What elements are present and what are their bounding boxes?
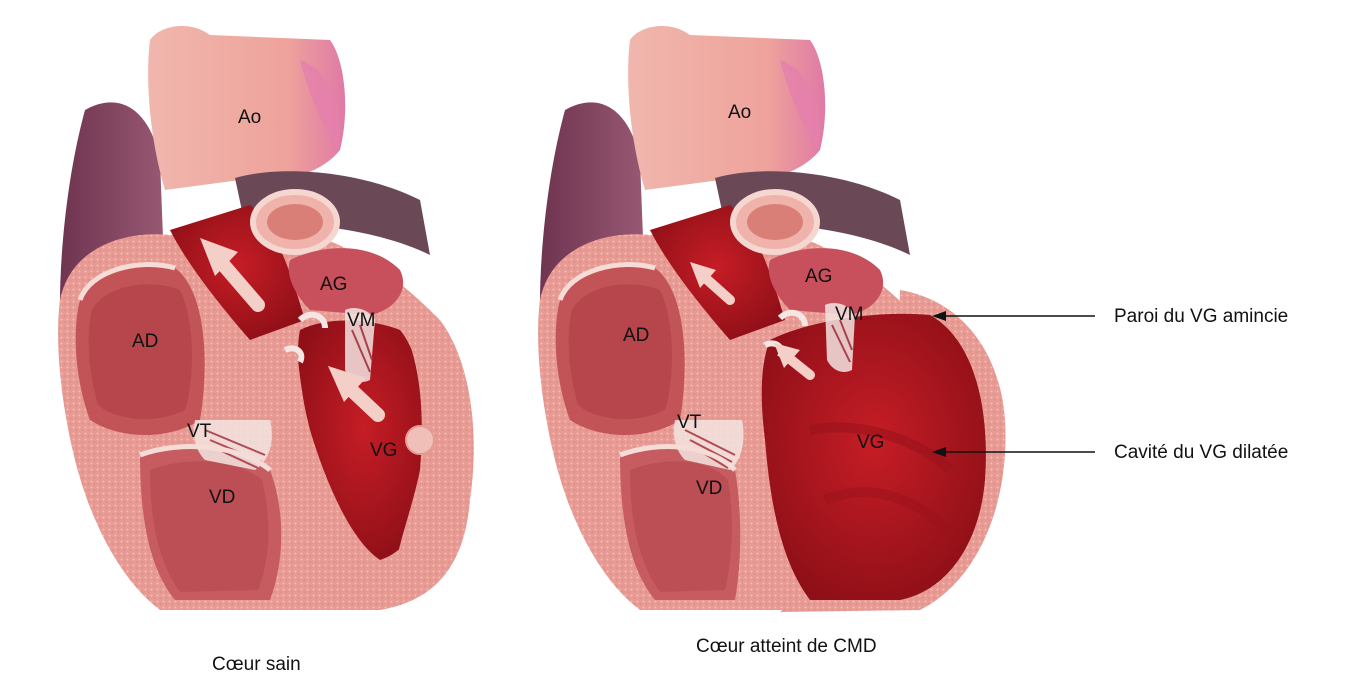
healthy-heart-drawing bbox=[58, 26, 474, 610]
healthy-label-vd: VD bbox=[209, 487, 235, 508]
healthy-label-ad: AD bbox=[132, 331, 158, 352]
dcm-heart-drawing bbox=[538, 26, 1005, 612]
dcm-label-vd: VD bbox=[696, 478, 722, 499]
dcm-label-ad: AD bbox=[623, 325, 649, 346]
dcm-label-ag: AG bbox=[805, 266, 832, 287]
thin-wall-annotation: Paroi du VG amincie bbox=[1114, 306, 1288, 328]
dcm-label-vm: VM bbox=[835, 304, 864, 325]
dcm-heart-caption: Cœur atteint de CMD bbox=[696, 636, 877, 658]
healthy-label-ao: Ao bbox=[238, 107, 261, 128]
dcm-label-ao: Ao bbox=[728, 102, 751, 123]
dcm-label-vg: VG bbox=[857, 432, 884, 453]
healthy-label-vm: VM bbox=[347, 310, 376, 331]
healthy-label-vg: VG bbox=[370, 440, 397, 461]
healthy-heart-caption: Cœur sain bbox=[212, 654, 301, 676]
healthy-label-ag: AG bbox=[320, 274, 347, 295]
dilated-cavity-annotation: Cavité du VG dilatée bbox=[1114, 442, 1288, 464]
dcm-label-vt: VT bbox=[677, 412, 702, 433]
healthy-label-vt: VT bbox=[187, 421, 212, 442]
